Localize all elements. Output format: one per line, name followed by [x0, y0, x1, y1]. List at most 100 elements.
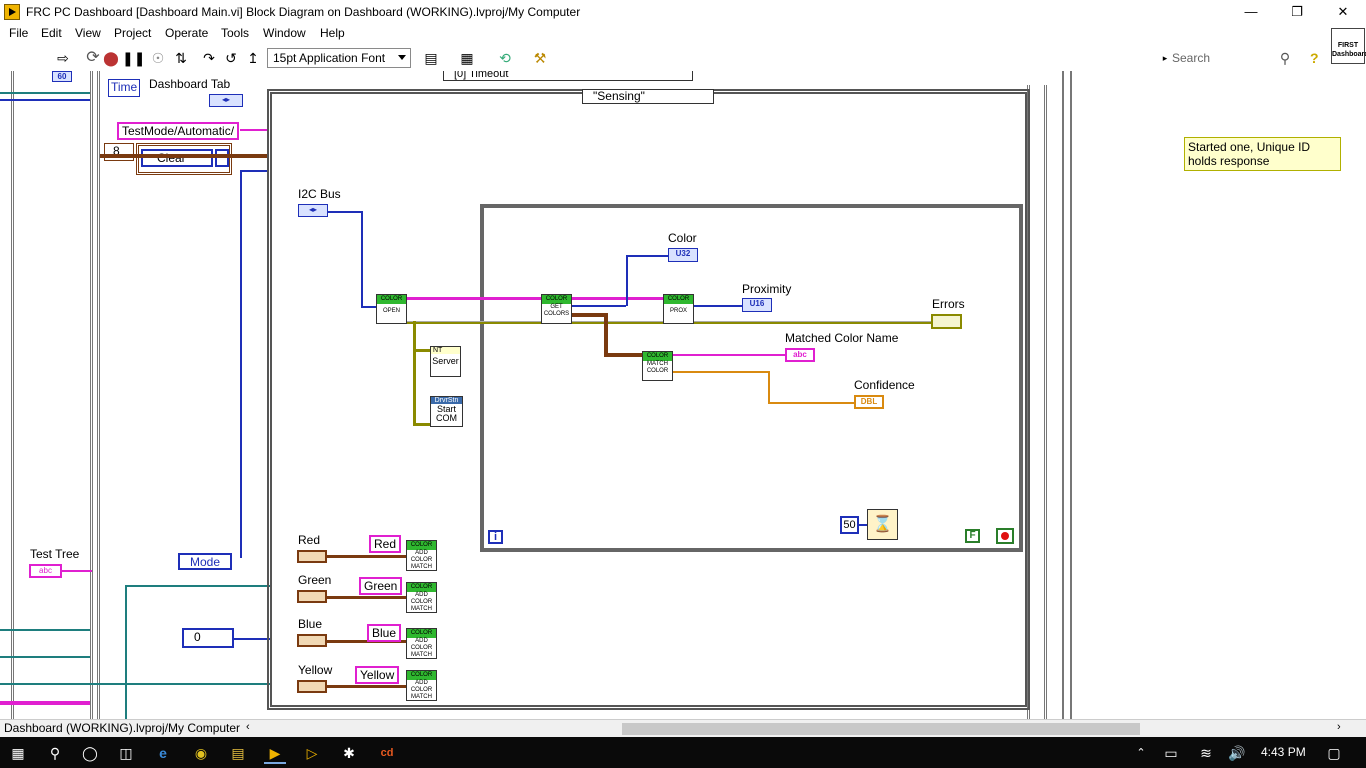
- constant-50[interactable]: 50: [840, 516, 859, 534]
- wait-ms-icon[interactable]: ⌛: [867, 509, 898, 540]
- timeout-case-selector[interactable]: [0] Timeout: [443, 71, 693, 81]
- clean-up-diagram-icon[interactable]: ⚒: [533, 50, 547, 66]
- nt-label: NT: [431, 347, 460, 354]
- menu-edit[interactable]: Edit: [41, 26, 62, 40]
- add-color-match-yellow-header: COLOR: [407, 671, 436, 680]
- sensing-case-selector[interactable]: "Sensing": [582, 89, 714, 104]
- color-indicator[interactable]: U32: [668, 248, 698, 262]
- constant-60[interactable]: 60: [52, 71, 72, 82]
- run-arrow-icon[interactable]: ⇨: [57, 50, 69, 66]
- menu-window[interactable]: Window: [263, 26, 306, 40]
- step-into-icon[interactable]: ↷: [203, 50, 215, 66]
- yellow-control[interactable]: [297, 680, 327, 693]
- action-center-icon[interactable]: ▢: [1327, 745, 1341, 761]
- labview-taskbar-icon[interactable]: ▶: [264, 742, 286, 764]
- get-colors-vi[interactable]: COLOR GET COLORS: [541, 294, 572, 324]
- edge-icon[interactable]: e: [159, 745, 167, 761]
- scroll-left-icon[interactable]: ‹: [246, 721, 250, 733]
- matched-color-name-indicator[interactable]: abc: [785, 348, 815, 362]
- while-loop[interactable]: [480, 204, 1023, 552]
- menu-help[interactable]: Help: [320, 26, 345, 40]
- green-string-constant[interactable]: Green: [359, 577, 403, 595]
- run-continuously-icon[interactable]: ⟳: [86, 49, 100, 66]
- menu-project[interactable]: Project: [114, 26, 152, 40]
- nt-server-vi[interactable]: NT Server: [430, 346, 461, 377]
- constant-0[interactable]: 0: [182, 628, 234, 648]
- menu-operate[interactable]: Operate: [165, 26, 209, 40]
- close-button[interactable]: ✕: [1337, 4, 1349, 19]
- search-input[interactable]: Search: [1172, 51, 1211, 65]
- get-colors-header: COLOR: [542, 295, 571, 304]
- abort-icon[interactable]: ⬤: [103, 50, 119, 66]
- volume-icon[interactable]: 🔊: [1228, 745, 1246, 761]
- task-view-icon[interactable]: ◫: [119, 745, 133, 761]
- get-colors-get: GET: [550, 304, 563, 310]
- add-color-match-yellow-vi[interactable]: COLOR ADD COLOR MATCH: [406, 670, 437, 701]
- menu-tools[interactable]: Tools: [221, 26, 250, 40]
- pause-icon[interactable]: ❚❚: [122, 50, 146, 66]
- wifi-icon[interactable]: ≋: [1200, 745, 1212, 761]
- blue-control[interactable]: [297, 634, 327, 647]
- block-diagram[interactable]: 60 Time Dashboard Tab ◂▸ TestMode/Automa…: [0, 71, 1366, 719]
- constant-8[interactable]: 8: [104, 143, 134, 161]
- slack-icon[interactable]: ✱: [343, 745, 355, 761]
- confidence-indicator[interactable]: DBL: [854, 395, 884, 409]
- clear-cluster[interactable]: Clear: [136, 143, 232, 175]
- chrome-icon[interactable]: ◉: [194, 745, 208, 761]
- menu-view[interactable]: View: [75, 26, 101, 40]
- proximity-indicator[interactable]: U16: [742, 298, 772, 312]
- menu-file[interactable]: File: [9, 26, 29, 40]
- file-explorer-icon[interactable]: ▤: [231, 745, 245, 761]
- color-open-vi[interactable]: COLOR OPEN: [376, 294, 407, 324]
- restore-button[interactable]: ❐: [1291, 4, 1303, 19]
- cortana-icon[interactable]: ◯: [82, 745, 98, 761]
- test-tree-terminal[interactable]: abc: [29, 564, 62, 578]
- scroll-right-icon[interactable]: ›: [1337, 721, 1341, 733]
- windows-start-icon[interactable]: ▦: [11, 745, 25, 761]
- clock-time[interactable]: 4:43 PM: [1261, 745, 1306, 759]
- clear-enum[interactable]: Clear: [141, 149, 213, 167]
- dashboard-tab-terminal[interactable]: ◂▸: [209, 94, 243, 107]
- horizontal-scrollbar-thumb[interactable]: [622, 723, 1140, 735]
- menu-bar: File Edit View Project Operate Tools Win…: [0, 24, 1330, 44]
- add-color-match-green-vi[interactable]: COLOR ADD COLOR MATCH: [406, 582, 437, 613]
- align-objects-icon[interactable]: ▤: [424, 50, 438, 66]
- show-hidden-icons[interactable]: ⌃: [1136, 747, 1146, 759]
- wire-blue-mode: [240, 170, 242, 558]
- add-color-match-red-vi[interactable]: COLOR ADD COLOR MATCH: [406, 540, 437, 571]
- context-help-icon[interactable]: ?: [1310, 50, 1319, 66]
- add-color-match-blue-vi[interactable]: COLOR ADD COLOR MATCH: [406, 628, 437, 659]
- false-constant[interactable]: F: [965, 529, 980, 543]
- search-icon[interactable]: ⚲: [49, 745, 61, 761]
- retain-wire-values-icon[interactable]: ⇅: [175, 50, 187, 66]
- loop-stop-terminal[interactable]: [996, 528, 1014, 544]
- color-prox-vi[interactable]: COLOR PROX: [663, 294, 694, 324]
- search-expand-icon[interactable]: ▸: [1162, 53, 1168, 63]
- match-color-vi[interactable]: COLOR MATCH COLOR: [642, 351, 673, 381]
- mode-terminal[interactable]: Mode: [178, 553, 232, 570]
- blue-string-constant[interactable]: Blue: [367, 624, 402, 642]
- driver-station-start-com-vi[interactable]: DrvrStn Start COM: [430, 396, 463, 427]
- distribute-objects-icon[interactable]: ▦: [460, 50, 474, 66]
- network-icon[interactable]: ▭: [1164, 745, 1178, 761]
- errors-indicator[interactable]: [931, 314, 962, 329]
- testmode-string-constant[interactable]: TestMode/Automatic/: [117, 122, 240, 140]
- search-icon[interactable]: ⚲: [1279, 50, 1291, 66]
- step-over-icon[interactable]: ↺: [225, 50, 237, 66]
- i2c-bus-terminal[interactable]: ◂▸: [298, 204, 328, 217]
- wire-pink-ref-2: [572, 297, 664, 300]
- clear-bool[interactable]: [215, 149, 229, 167]
- cd-app-icon[interactable]: cd: [380, 747, 394, 759]
- minimize-button[interactable]: —: [1244, 4, 1258, 19]
- labview-diagram-taskbar-icon[interactable]: ▷: [306, 745, 318, 761]
- red-string-constant[interactable]: Red: [369, 535, 402, 553]
- wire-error-nt: [413, 349, 431, 352]
- highlight-execution-icon[interactable]: ☉: [151, 50, 165, 66]
- red-control[interactable]: [297, 550, 327, 563]
- yellow-string-constant[interactable]: Yellow: [355, 666, 400, 684]
- wire-blue-zero: [234, 638, 270, 640]
- green-control[interactable]: [297, 590, 327, 603]
- font-select[interactable]: 15pt Application Font: [267, 48, 411, 68]
- step-out-icon[interactable]: ↥: [247, 50, 259, 66]
- reorder-icon[interactable]: ⟲: [499, 50, 511, 66]
